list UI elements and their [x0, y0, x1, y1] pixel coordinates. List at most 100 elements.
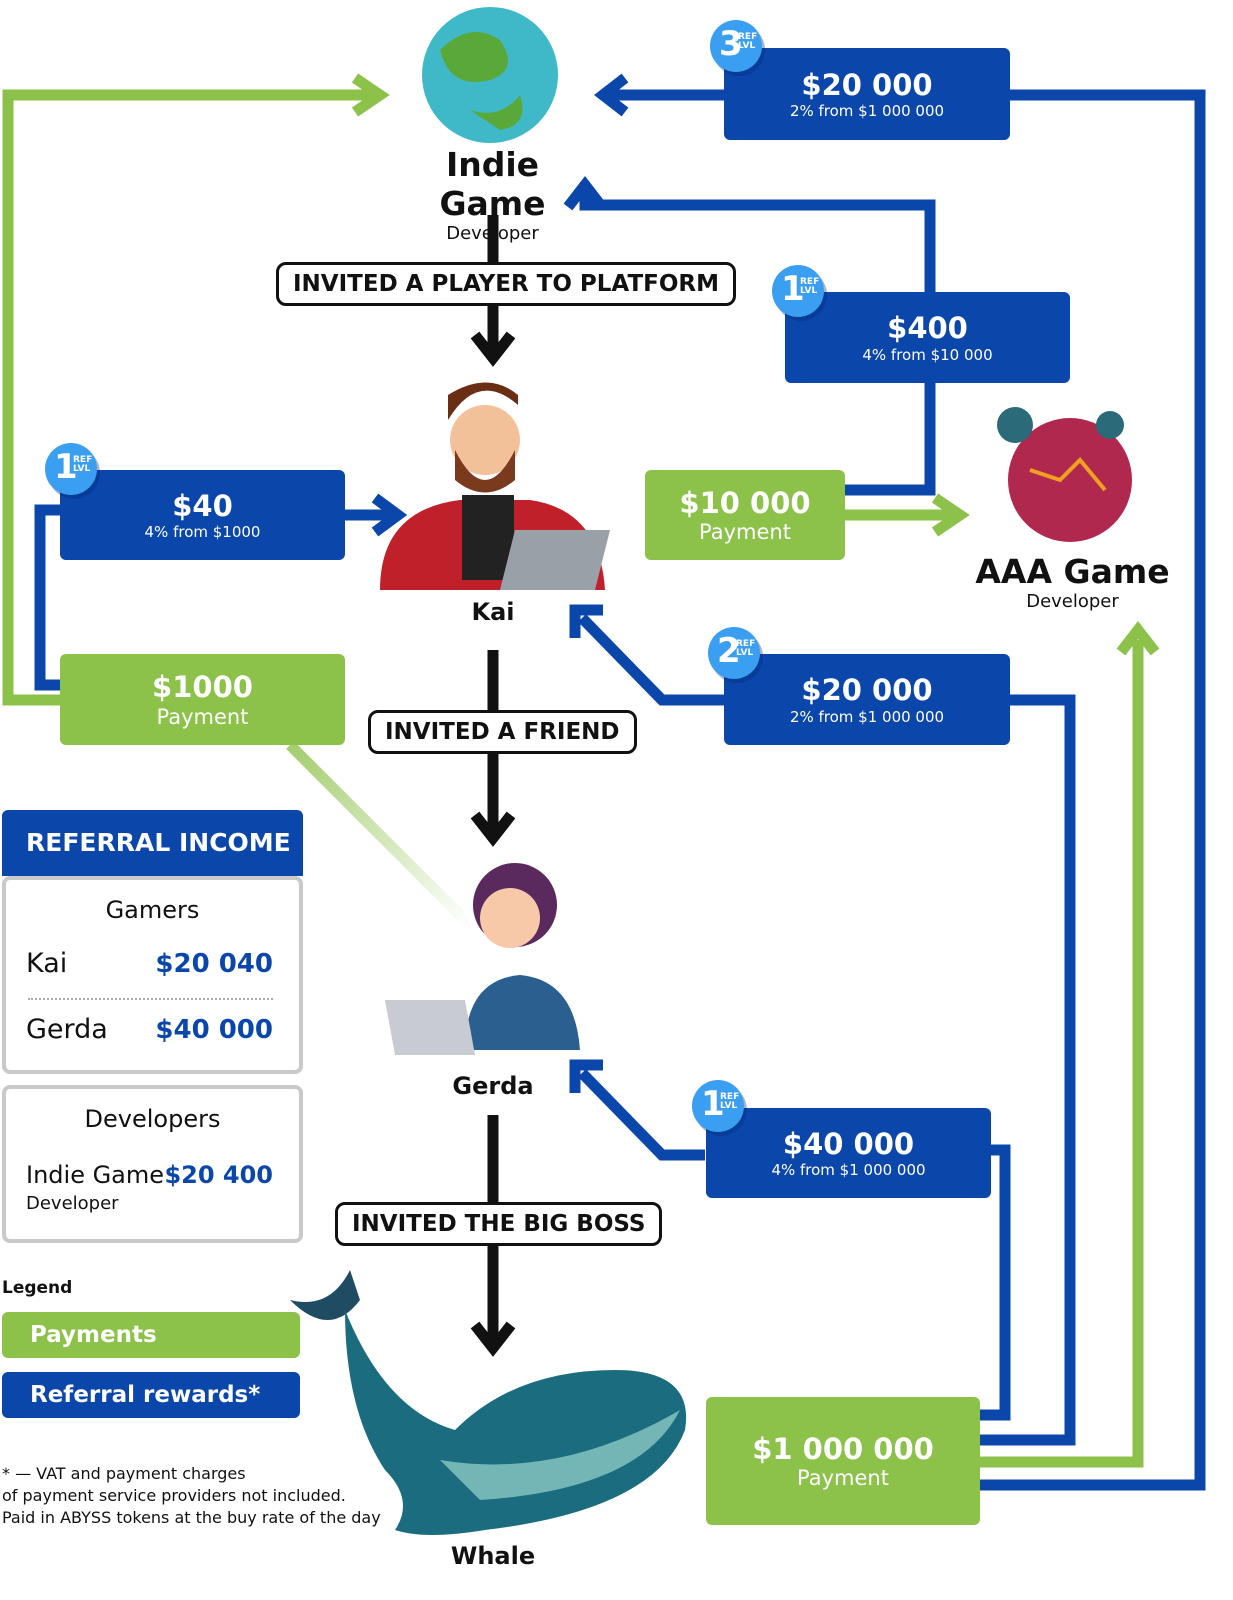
- black-arrowhead: [470, 811, 516, 847]
- reward-detail: 4% from $10 000: [862, 345, 993, 364]
- income-row-kai: Kai $20 040: [26, 948, 273, 979]
- reward-detail: 2% from $1 000 000: [789, 102, 945, 121]
- gamers-title: Gamers: [105, 896, 200, 924]
- blue-arrowhead: [371, 493, 408, 537]
- badge-level: 3: [719, 24, 743, 64]
- blue-line-40: [34, 504, 60, 691]
- income-name: Gerda: [26, 1014, 108, 1045]
- reward-detail: 4% from $1000: [144, 523, 261, 542]
- aaa-game-label: AAA Game Developer: [975, 552, 1170, 612]
- payment-label: Payment: [156, 704, 249, 729]
- reward-box-400: $400 4% from $10 000: [785, 292, 1070, 383]
- gerda-label: Gerda: [452, 1072, 534, 1100]
- footnote: * — VAT and payment charges of payment s…: [2, 1463, 381, 1529]
- blue-line-40000: [980, 1144, 1011, 1421]
- payment-box-1000000: $1 000 000 Payment: [706, 1397, 980, 1525]
- badge-level: 1: [781, 269, 805, 309]
- income-name: Indie Game: [26, 1161, 165, 1189]
- gerda-illustration: [385, 863, 580, 1055]
- developers-panel: Developers Indie Game$20 400 Developer: [2, 1085, 303, 1243]
- badge-level: 1: [701, 1084, 725, 1124]
- payment-box-1000: $1000 Payment: [60, 654, 345, 745]
- gamers-panel: Gamers Kai $20 040 Gerda $40 000: [2, 876, 303, 1074]
- referral-income-title: REFERRAL INCOME: [2, 810, 303, 876]
- divider: [28, 998, 273, 1000]
- blue-arrowhead: [569, 604, 603, 638]
- payment-box-10000: $10 000 Payment: [645, 470, 845, 560]
- indie-game-name: Indie Game: [439, 145, 546, 223]
- payment-amount: $1 000 000: [752, 1431, 934, 1466]
- reward-amount: $40 000: [782, 1126, 915, 1161]
- reward-amount: $400: [887, 311, 968, 346]
- reward-amount: $20 000: [801, 67, 933, 102]
- income-row-gerda: Gerda $40 000: [26, 1014, 273, 1045]
- income-name: Kai: [26, 948, 68, 979]
- blue-line-lvl2-arrow: [578, 614, 725, 706]
- reward-box-40000: $40 000 4% from $1 000 000: [706, 1108, 991, 1198]
- black-arrowhead: [470, 331, 516, 367]
- reward-detail: 4% from $1 000 000: [771, 1161, 926, 1180]
- blue-line-lvl2: [980, 694, 1076, 1446]
- developers-title: Developers: [84, 1105, 221, 1133]
- invited-friend-label: INVITED A FRIEND: [368, 710, 637, 754]
- badge-level: 1: [54, 447, 78, 487]
- whale-label: Whale: [450, 1542, 536, 1570]
- whale-illustration: [290, 1270, 687, 1535]
- aaa-game-role: Developer: [1026, 591, 1119, 612]
- badge-level: 2: [717, 631, 741, 671]
- indie-game-role: Developer: [446, 223, 539, 244]
- indie-game-label: Indie Game Developer: [390, 145, 595, 244]
- invited-player-label: INVITED A PLAYER TO PLATFORM: [276, 262, 736, 306]
- footnote-line: * — VAT and payment charges: [2, 1464, 246, 1483]
- income-value: $20 040: [155, 949, 273, 979]
- payment-amount: $1000: [152, 670, 253, 705]
- black-arrowhead: [470, 1321, 516, 1357]
- blue-line-400: [579, 190, 936, 496]
- income-value: $20 400: [164, 1161, 273, 1189]
- footnote-line: of payment service providers not include…: [2, 1486, 346, 1505]
- payment-amount: $10 000: [679, 485, 811, 520]
- blue-arrowhead: [569, 1059, 603, 1093]
- green-arrowhead: [931, 493, 970, 537]
- payment-label: Payment: [797, 1466, 889, 1491]
- reward-amount: $40: [172, 488, 233, 523]
- kai-illustration: [380, 382, 610, 590]
- blue-arrowhead: [594, 73, 629, 117]
- kai-label: Kai: [471, 598, 515, 626]
- blue-line-40000-arrow: [578, 1069, 705, 1161]
- income-value: $40 000: [155, 1015, 273, 1045]
- invited-big-boss-label: INVITED THE BIG BOSS: [335, 1202, 663, 1246]
- green-arrowhead: [351, 73, 390, 117]
- legend-title: Legend: [2, 1278, 73, 1298]
- legend-referral-rewards: Referral rewards*: [2, 1372, 300, 1418]
- blue-line-lvl3: [980, 89, 1206, 1491]
- reward-box-lvl3: $20 000 2% from $1 000 000: [724, 48, 1010, 140]
- income-row-indie: Indie Game$20 400: [26, 1161, 273, 1189]
- green-line-whale-to-aaa: [980, 640, 1144, 1468]
- aaa-game-name: AAA Game: [975, 552, 1170, 591]
- reward-detail: 2% from $1 000 000: [789, 707, 945, 726]
- reward-amount: $20 000: [801, 673, 933, 708]
- footnote-line: Paid in ABYSS tokens at the buy rate of …: [2, 1508, 381, 1527]
- legend-payments: Payments: [2, 1312, 300, 1358]
- income-role: Developer: [26, 1193, 119, 1214]
- reward-box-lvl2: $20 000 2% from $1 000 000: [724, 654, 1010, 745]
- green-line-1000-to-gerda: [286, 741, 474, 929]
- reward-box-40: $40 4% from $1000: [60, 470, 345, 560]
- planet-illustration: [422, 7, 558, 143]
- blue-arrowhead: [563, 176, 607, 211]
- green-arrowhead: [1116, 621, 1160, 656]
- payment-label: Payment: [699, 520, 791, 545]
- green-line-1000-to-indie: [2, 89, 370, 706]
